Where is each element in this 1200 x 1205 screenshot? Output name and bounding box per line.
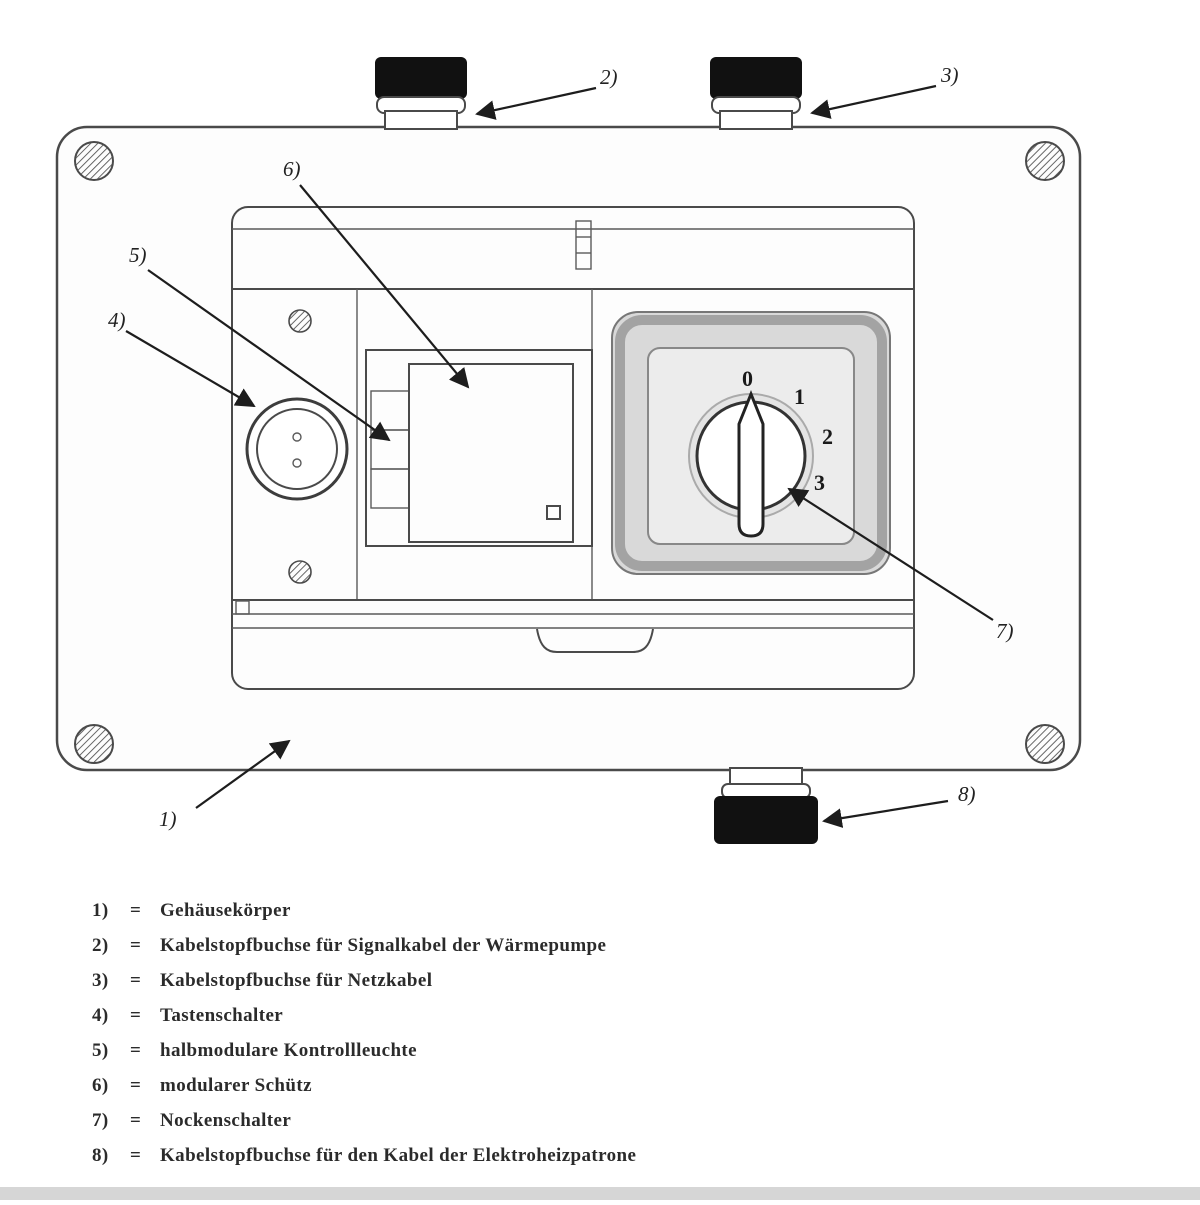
legend-item-7: 7) = Nockenschalter (92, 1103, 992, 1138)
legend-item-8: 8) = Kabelstopfbuchse für den Kabel der … (92, 1138, 992, 1173)
legend-number: 3) (92, 969, 109, 991)
inner-panel (231, 206, 915, 690)
legend-label: Kabelstopfbuchse für Signalkabel der Wär… (160, 934, 607, 956)
callout-4: 4) (108, 308, 126, 332)
legend-label: Tastenschalter (160, 1004, 284, 1026)
cable-gland-heater (714, 767, 818, 844)
callout-2: 2) (600, 65, 618, 89)
legend-item-3: 3) = Kabelstopfbuchse für Netzkabel (92, 963, 992, 998)
callout-3: 3) (940, 63, 959, 87)
legend-equals: = (130, 969, 142, 991)
legend-number: 7) (92, 1109, 109, 1131)
legend-equals: = (130, 1074, 142, 1096)
legend-equals: = (130, 1109, 142, 1131)
contactor-indicator (546, 505, 561, 520)
arrow-to-cam-switch (787, 487, 994, 621)
legend: 1) = Gehäusekörper 2) = Kabelstopfbuchse… (92, 893, 992, 1173)
legend-number: 4) (92, 1004, 109, 1026)
corner-screw-top-right (1025, 141, 1065, 181)
rail-clip (235, 600, 250, 615)
switch-position-0: 0 (742, 366, 753, 391)
legend-equals: = (130, 1039, 142, 1061)
callout-6: 6) (283, 157, 301, 181)
legend-item-5: 5) = halbmodulare Kontrollleuchte (92, 1033, 992, 1068)
top-clip (575, 220, 592, 270)
legend-label: Nockenschalter (160, 1109, 292, 1131)
button-switch (245, 397, 349, 501)
legend-label: Gehäusekörper (160, 899, 291, 921)
callout-arrows (125, 84, 994, 828)
arrow-to-control-light (147, 269, 391, 442)
cam-switch: 0 1 2 3 (611, 311, 891, 575)
legend-equals: = (130, 1004, 142, 1026)
callout-5: 5) (129, 243, 147, 267)
callout-1: 1) (159, 807, 177, 831)
arrow-to-mains-gland (810, 84, 937, 119)
legend-number: 5) (92, 1039, 109, 1061)
legend-equals: = (130, 899, 142, 921)
switch-position-1: 1 (794, 384, 805, 409)
legend-item-1: 1) = Gehäusekörper (92, 893, 992, 928)
panel-screw-upper (288, 309, 312, 333)
corner-screw-bottom-left (74, 724, 114, 764)
legend-label: modularer Schütz (160, 1074, 312, 1096)
contactor-module (408, 363, 574, 543)
switch-position-3: 3 (814, 470, 825, 495)
arrow-to-signal-gland (475, 86, 597, 120)
arrow-to-contactor (299, 184, 470, 389)
scan-edge-strip (0, 1187, 1200, 1200)
callout-labels: 2) 3) 6) 5) 4) 7) 8) 1) (108, 63, 1014, 831)
arrow-to-heater-gland (822, 799, 949, 828)
callout-7: 7) (996, 619, 1014, 643)
legend-number: 6) (92, 1074, 109, 1096)
cable-gland-signal (375, 57, 467, 130)
bottom-tab (536, 628, 654, 653)
legend-number: 2) (92, 934, 109, 956)
legend-item-6: 6) = modularer Schütz (92, 1068, 992, 1103)
cable-gland-mains (710, 57, 802, 130)
legend-item-2: 2) = Kabelstopfbuchse für Signalkabel de… (92, 928, 992, 963)
arrow-to-button (125, 330, 256, 408)
switch-position-2: 2 (822, 424, 833, 449)
corner-screw-top-left (74, 141, 114, 181)
legend-item-4: 4) = Tastenschalter (92, 998, 992, 1033)
legend-label: Kabelstopfbuchse für den Kabel der Elekt… (160, 1144, 637, 1166)
legend-equals: = (130, 1144, 142, 1166)
legend-number: 1) (92, 899, 109, 921)
corner-screw-bottom-right (1025, 724, 1065, 764)
cam-switch-handle (737, 389, 765, 538)
arrow-to-housing (195, 739, 291, 809)
callout-8: 8) (958, 782, 976, 806)
legend-equals: = (130, 934, 142, 956)
housing-body (55, 125, 1082, 772)
panel-screw-lower (288, 560, 312, 584)
legend-number: 8) (92, 1144, 109, 1166)
legend-label: Kabelstopfbuchse für Netzkabel (160, 969, 433, 991)
legend-label: halbmodulare Kontrollleuchte (160, 1039, 417, 1061)
